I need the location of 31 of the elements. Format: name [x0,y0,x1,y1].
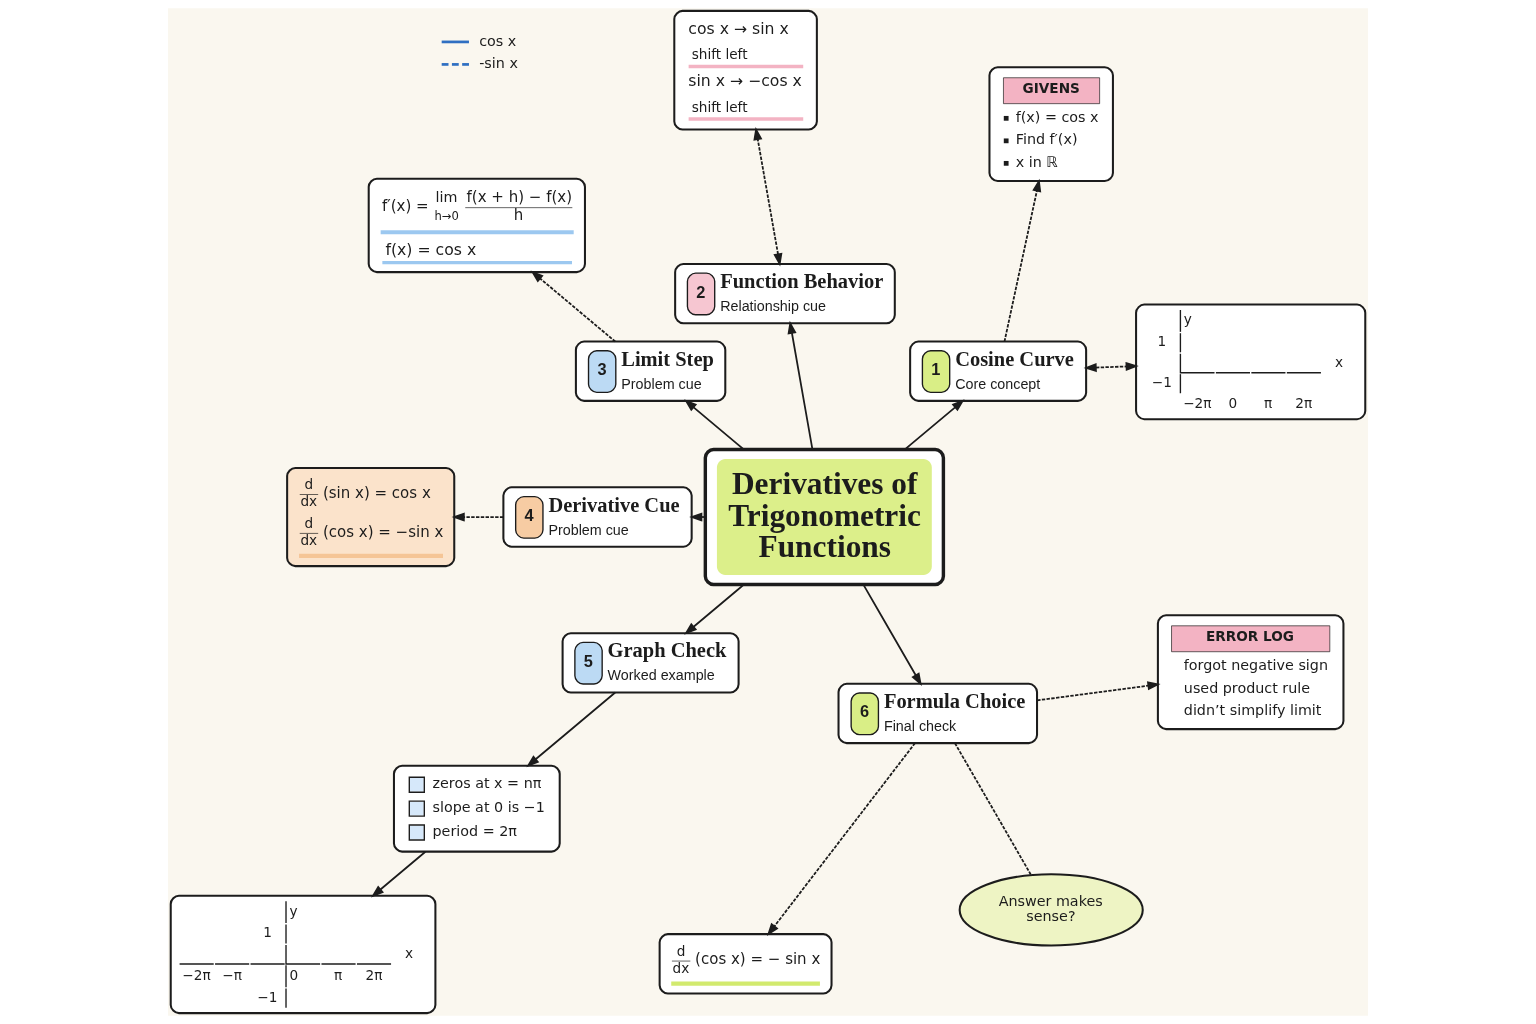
legend-label: -sin x [479,55,518,72]
node-box: ERROR LOG forgot negative sign used product rule didn’t simplify limit [1156,614,1345,731]
node-box: Derivatives of Trigonometric Functions [703,447,946,587]
node-box: 3 Limit Step Problem cue [574,340,727,402]
arrow [451,512,505,522]
node-box: y 1 x −1 −2π 0 π 2π [1135,303,1367,421]
node-box: y 1 x −2π −π 0 π 2π −1 [169,894,437,1015]
arrow [1003,178,1042,343]
connector [954,742,1032,876]
arrow [530,270,617,343]
node-ellipse: Answer makes sense? [958,873,1144,947]
node-box: 2 Function Behavior Relationship cue [674,262,896,325]
node-box: zeros at x = nπ slope at 0 is −1 period = 2π [392,764,561,853]
arrow [862,583,922,686]
arrow [371,850,427,898]
arrow [753,127,783,267]
node-box: 5 Graph Check Worked example [561,632,740,694]
arrow [1083,361,1139,373]
node-box: 4 Derivative Cue Problem cue [502,486,693,548]
arrow [1036,681,1161,702]
arrow [766,742,916,937]
legend-label: cos x [479,32,517,49]
node-box: cos x → sin x shift left sin x → −cos x shift left [673,9,818,131]
arrow [904,399,965,451]
node-box: GIVENS f(x) = cos x Find f′(x) x in ℝ [988,66,1114,183]
node-box: 1 Cosine Curve Core concept [909,340,1088,402]
arrow [684,583,745,635]
arrow [526,691,617,768]
arrow [787,320,814,451]
node-box: 6 Formula Choice Final check [837,682,1039,745]
arrow [684,399,745,451]
